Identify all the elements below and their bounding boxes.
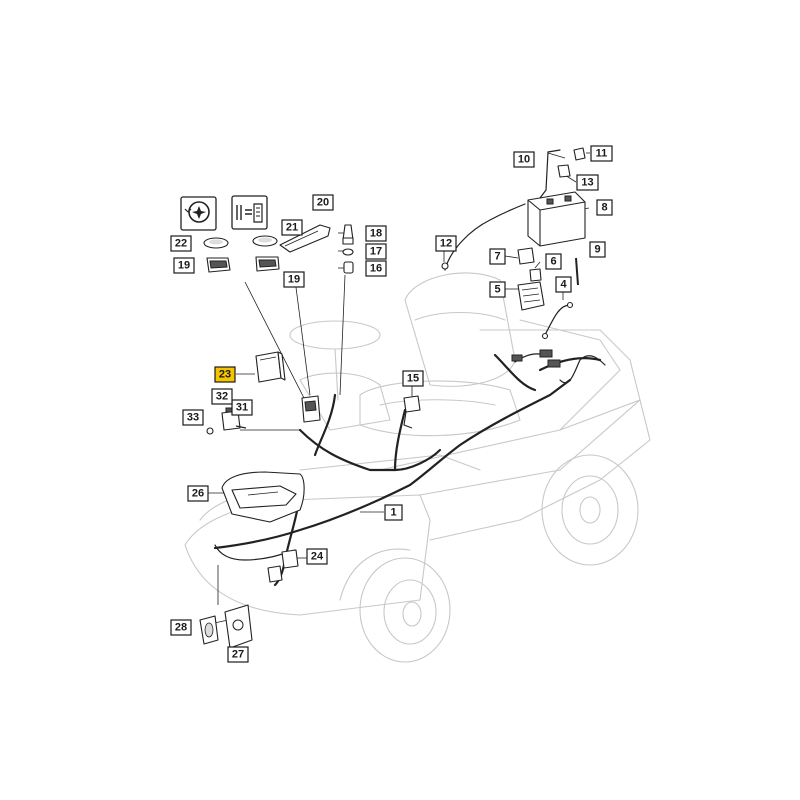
callout-26: 26 [187, 485, 209, 502]
terminal-13 [557, 164, 571, 178]
svg-text:26: 26 [192, 488, 204, 500]
headlight-28 [199, 615, 219, 645]
callout-16: 16 [365, 260, 387, 277]
callout-33: 33 [182, 409, 204, 426]
svg-text:15: 15 [407, 373, 419, 385]
svg-text:5: 5 [494, 284, 500, 296]
svg-text:28: 28 [175, 622, 187, 634]
lift-lever-icon [231, 195, 268, 230]
lens-cap-22 [203, 237, 229, 249]
callout-9: 9 [589, 241, 606, 258]
svg-text:12: 12 [440, 238, 452, 250]
callout-5: 5 [489, 281, 506, 298]
callout-15: 15 [402, 370, 424, 387]
svg-text:10: 10 [518, 154, 530, 166]
rod-9 [575, 257, 579, 286]
svg-text:18: 18 [370, 228, 382, 240]
nut-33 [206, 427, 214, 435]
callout-32: 32 [211, 388, 233, 405]
rear-harness-plugs [511, 349, 561, 368]
svg-text:19: 19 [178, 260, 190, 272]
svg-text:16: 16 [370, 263, 382, 275]
clip-11 [573, 147, 586, 161]
callout-19b: 19 [283, 271, 305, 288]
svg-text:9: 9 [594, 244, 600, 256]
callout-4: 4 [555, 276, 572, 293]
callout-8: 8 [596, 199, 613, 216]
svg-text:4: 4 [560, 279, 567, 291]
seat-switch-15 [403, 395, 421, 429]
callout-23: 23 [214, 366, 236, 383]
callout-7: 7 [489, 248, 506, 265]
mower-body-outline [184, 272, 651, 663]
svg-text:32: 32 [216, 391, 228, 403]
svg-text:19: 19 [288, 274, 300, 286]
callout-21: 21 [281, 219, 303, 236]
callout-13: 13 [576, 174, 599, 191]
svg-text:1: 1 [390, 507, 396, 519]
callout-24: 24 [306, 548, 328, 565]
callout-12: 12 [435, 235, 457, 252]
svg-text:22: 22 [175, 238, 187, 250]
rocker-switch-19a [206, 257, 231, 273]
cable-4 [541, 301, 574, 340]
connector-24 [267, 549, 299, 583]
nut-17 [342, 248, 354, 256]
svg-text:8: 8 [601, 202, 607, 214]
svg-text:6: 6 [550, 256, 556, 268]
relay-7 [517, 247, 535, 265]
blade-engage-icon [180, 196, 217, 231]
svg-text:33: 33 [187, 412, 199, 424]
battery-cable [441, 203, 526, 271]
callout-31: 31 [231, 399, 253, 416]
svg-text:13: 13 [581, 177, 593, 189]
callout-27: 27 [227, 646, 249, 663]
callout-17: 17 [365, 243, 387, 260]
connector-16 [343, 261, 354, 274]
ignition-key-20 [279, 224, 331, 253]
svg-text:20: 20 [317, 197, 329, 209]
battery-strap-10 [539, 149, 561, 199]
callout-22: 22 [170, 235, 192, 252]
fuse-holder-5 [517, 281, 545, 311]
callout-18: 18 [365, 225, 387, 242]
svg-text:17: 17 [370, 246, 382, 258]
switch-18 [342, 224, 354, 245]
callout-28: 28 [170, 619, 192, 636]
dash-connector [301, 395, 321, 423]
svg-text:7: 7 [494, 251, 500, 263]
callout-19a: 19 [173, 257, 195, 274]
svg-text:27: 27 [232, 649, 244, 661]
bracket-27 [224, 604, 253, 649]
fuse-6 [529, 268, 542, 282]
callout-1: 1 [384, 504, 403, 521]
svg-text:11: 11 [596, 148, 608, 160]
svg-text:23: 23 [219, 369, 231, 381]
callout-6: 6 [545, 253, 562, 270]
air-box-26 [221, 471, 305, 523]
callout-20: 20 [312, 194, 334, 211]
lens-cap-21 [252, 235, 278, 247]
battery-8 [527, 191, 586, 247]
control-module-23 [255, 351, 286, 383]
screw-31 [235, 425, 247, 429]
callout-10: 10 [513, 151, 535, 168]
svg-text:24: 24 [311, 551, 324, 563]
callout-11: 11 [590, 145, 613, 162]
svg-text:21: 21 [286, 222, 298, 234]
svg-text:31: 31 [236, 402, 248, 414]
rocker-switch-19b [255, 256, 280, 272]
